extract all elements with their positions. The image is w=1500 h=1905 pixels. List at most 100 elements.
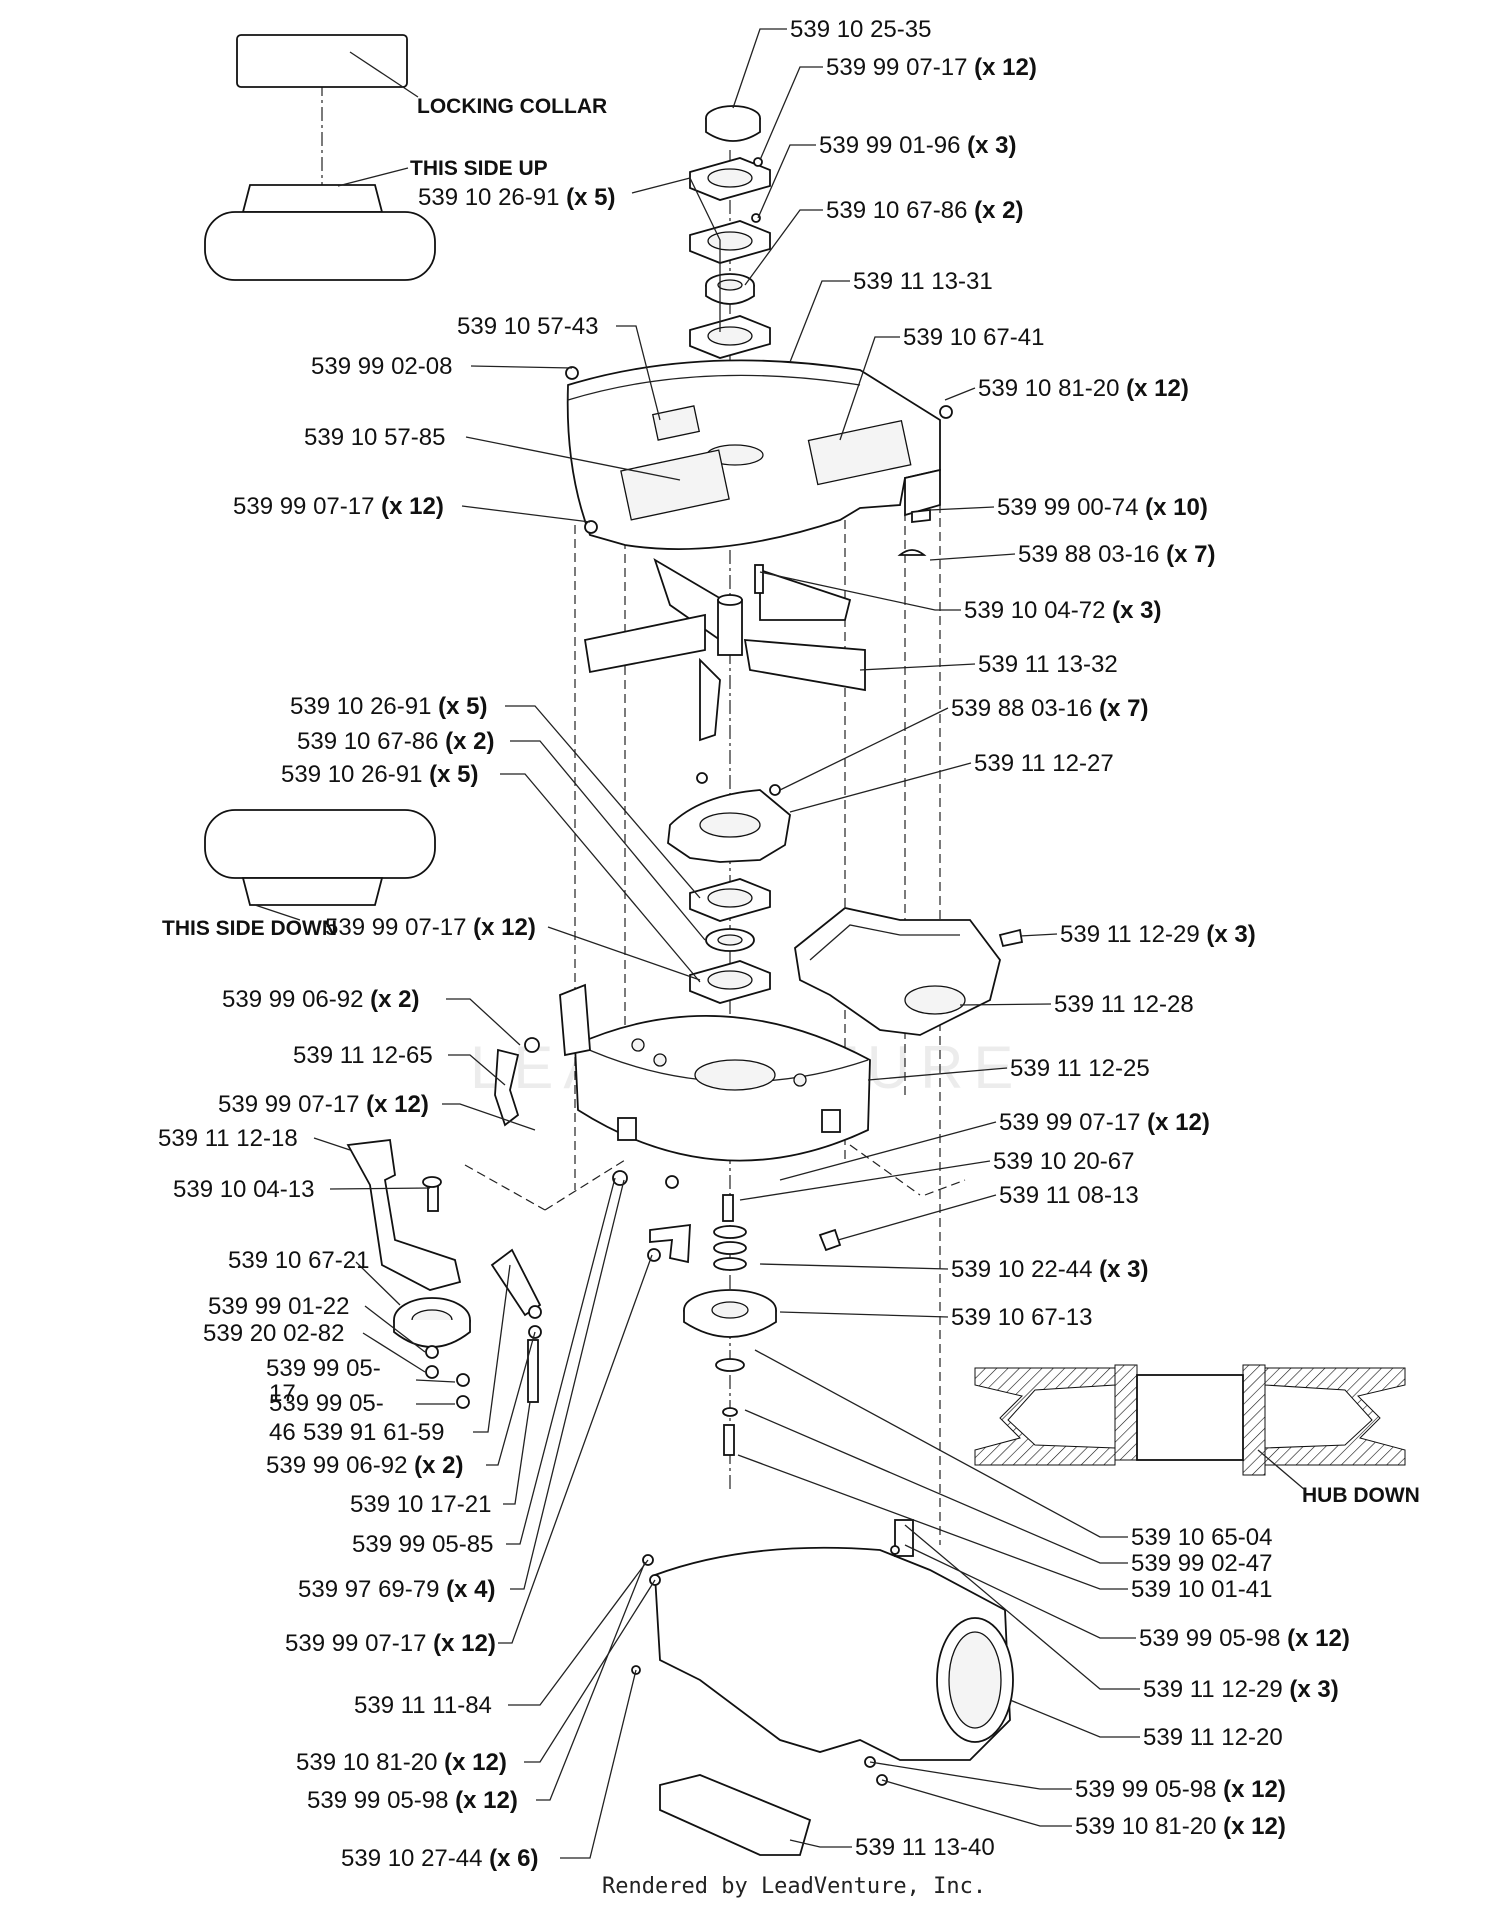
part-number: 539 10 17-21 [350, 1491, 491, 1518]
part-number: 539 99 07-17 [325, 914, 466, 941]
leader-line [789, 1839, 852, 1848]
part-callout: 539 99 02-47 [1131, 1550, 1272, 1577]
part-quantity: (x 7) [1159, 541, 1215, 568]
leader-line [904, 1544, 1136, 1639]
part-quantity: (x 3) [960, 132, 1016, 159]
leader-line [789, 762, 972, 813]
leader-line [448, 1054, 506, 1086]
part-callout: 539 10 04-13 [173, 1176, 314, 1203]
part-callout: 539 99 07-17 (x 12) [999, 1109, 1210, 1136]
part-callout: 539 10 67-86 (x 2) [826, 197, 1023, 224]
part-number: 539 88 03-16 [1018, 541, 1159, 568]
part-callout: 539 11 12-65 [293, 1042, 433, 1069]
leader-line [744, 1409, 1128, 1564]
leader-line [1009, 1699, 1140, 1738]
leader-line [732, 28, 787, 109]
part-number: 46 [269, 1419, 296, 1446]
leader-line [631, 177, 721, 332]
leader-line [442, 1103, 536, 1131]
part-quantity: (x 2) [438, 728, 494, 755]
part-callout: 539 99 00-74 (x 10) [997, 494, 1208, 521]
part-number: 539 10 67-13 [951, 1304, 1092, 1331]
leader-line [486, 1331, 536, 1466]
part-number: 539 97 69-79 [298, 1576, 439, 1603]
note-this-side-up: THIS SIDE UP [410, 157, 548, 180]
part-callout: 539 10 81-20 (x 12) [1075, 1813, 1286, 1840]
part-number: 539 10 81-20 [1075, 1813, 1216, 1840]
leader-line [944, 387, 976, 401]
leader-line [510, 1179, 625, 1590]
part-number: 539 10 57-43 [457, 313, 598, 340]
part-number: 539 11 12-29 [1060, 921, 1200, 948]
part-number: 539 99 02-08 [311, 353, 452, 380]
leader-line [506, 1177, 616, 1545]
part-number: 539 10 65-04 [1131, 1524, 1272, 1551]
leader-line [904, 1524, 1140, 1690]
part-quantity: (x 2) [363, 986, 419, 1013]
part-callout: 539 99 06-92 (x 2) [266, 1452, 463, 1479]
part-callout: 539 10 26-91 (x 5) [418, 184, 615, 211]
part-number: 539 11 12-27 [974, 750, 1114, 777]
leader-line [524, 1579, 656, 1763]
leader-line [867, 1067, 1008, 1081]
bearing-cylinder-bottom [204, 809, 436, 879]
part-quantity: (x 10) [1138, 494, 1207, 521]
leader-lines [313, 28, 1140, 1859]
note-hub-down: HUB DOWN [1302, 1484, 1420, 1507]
part-callout: 539 99 07-17 (x 12) [325, 914, 536, 941]
part-number: 539 10 04-13 [173, 1176, 314, 1203]
leader-line [355, 1261, 401, 1306]
part-number: 539 10 27-44 [341, 1845, 482, 1872]
part-callout: 539 11 12-25 [1010, 1055, 1150, 1082]
part-callout: 539 88 03-16 (x 7) [951, 695, 1148, 722]
part-callout: 539 10 67-41 [903, 324, 1044, 351]
leader-line [465, 436, 681, 481]
part-callout: 46 [269, 1419, 296, 1446]
leader-line [505, 705, 701, 899]
part-callout: 539 11 11-84 [354, 1692, 492, 1719]
part-number: 539 10 67-21 [228, 1247, 369, 1274]
part-number: 539 10 57-85 [304, 424, 445, 451]
discharge-deflector [659, 1774, 812, 1856]
bearing-inset-mid: THIS SIDE DOWN [162, 809, 436, 940]
part-quantity: (x 3) [1092, 1256, 1148, 1283]
part-quantity: (x 12) [466, 914, 535, 941]
leader-line [959, 1003, 1052, 1006]
part-number: 539 20 02-82 [203, 1320, 344, 1347]
leader-line [329, 1187, 431, 1190]
part-quantity: (x 3) [1200, 921, 1256, 948]
part-callout: 539 10 17-21 [350, 1491, 491, 1518]
lower-bearing-stack [667, 772, 791, 1004]
part-quantity: (x 5) [559, 184, 615, 211]
leader-line [415, 1379, 456, 1383]
part-callout: 17 [269, 1380, 296, 1407]
leader-line [510, 740, 706, 941]
leader-line [470, 365, 573, 369]
part-number: 539 99 07-17 [826, 54, 967, 81]
long-bolt [527, 1339, 539, 1403]
leader-line [461, 505, 591, 523]
top-bearing-stack [689, 105, 771, 359]
leader-line [1019, 933, 1058, 937]
part-callout: 539 99 05-98 (x 12) [307, 1787, 518, 1814]
part-quantity: (x 3) [1105, 597, 1161, 624]
leader-line [508, 1559, 649, 1706]
part-callout: 539 99 05-85 [352, 1531, 493, 1558]
note-this-side-down: THIS SIDE DOWN [162, 917, 337, 940]
part-callout: 539 99 02-08 [311, 353, 452, 380]
leader-line [929, 506, 995, 511]
leader-line [737, 1454, 1128, 1590]
leader-line [759, 571, 961, 611]
decal-right [807, 419, 912, 486]
leader-line [446, 998, 521, 1046]
part-number: 539 10 26-91 [290, 693, 431, 720]
part-number: 539 10 81-20 [296, 1749, 437, 1776]
part-quantity: (x 12) [1280, 1625, 1349, 1652]
leader-line [839, 336, 900, 441]
footer-credit: Rendered by LeadVenture, Inc. [602, 1874, 986, 1899]
leader-line [362, 1332, 426, 1373]
leader-line [869, 1761, 1072, 1790]
part-number: 539 99 05-98 [1075, 1776, 1216, 1803]
